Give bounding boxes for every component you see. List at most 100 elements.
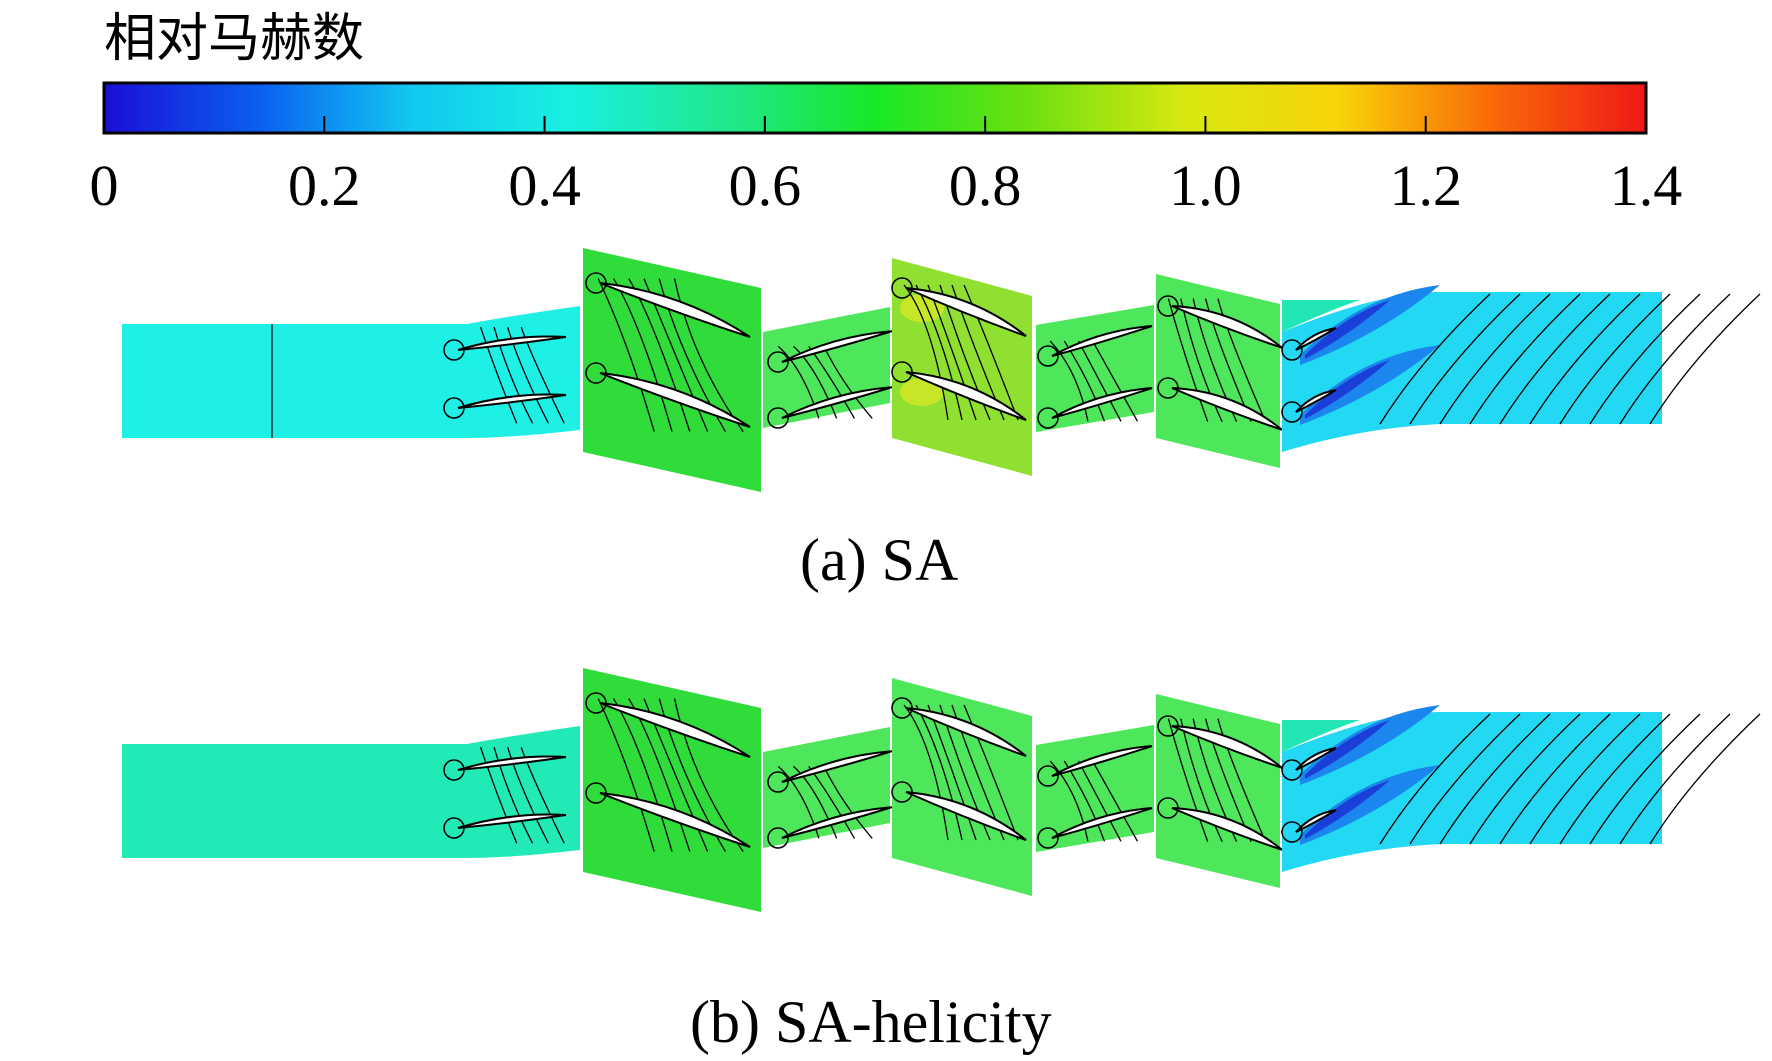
mach-contour-line [1499,293,1611,425]
leading-edge-contour [1281,401,1303,423]
passage-field [583,248,761,492]
passage-field [583,668,761,912]
high-mach-region [900,378,944,406]
mach-contour-line [1559,713,1671,845]
mach-contour-line [1469,713,1581,845]
exit-blade [1295,809,1337,833]
inlet-duct [122,726,580,858]
passage-field [763,727,890,848]
mach-contour-line [597,278,655,432]
leading-edge-contour [1037,827,1059,849]
mach-contour-line [1167,298,1209,422]
exit-passage [1281,705,1761,872]
caption-sa-helicity: (b) SA-helicity [690,989,1052,1055]
mach-contour-line [1469,293,1581,425]
blade-row-igv [443,746,567,844]
rotor-blade [1171,807,1283,851]
mach-contour-line [479,746,518,844]
blade-row-rotor-1 [583,668,761,912]
igv-blade [457,755,567,771]
wake-core [1305,360,1390,419]
mach-contour-line [1649,293,1761,425]
colorbar-title: 相对马赫数 [104,9,364,69]
colorbar-tick-label: 1.2 [1389,153,1462,218]
mach-contour-line [1649,713,1761,845]
igv-blade [457,813,567,829]
leading-edge-contour [585,692,607,714]
panel-sa: (a) SA [122,248,1761,593]
wake-region [1300,705,1440,785]
blade-row-stator-4 [1036,305,1154,432]
mach-contour-line [823,766,873,839]
leading-edge-contour [1157,797,1179,819]
rotor-blade [599,372,751,428]
rotor-blade [905,371,1027,421]
leading-edge-contour [1281,759,1303,781]
mach-contour-line [1559,293,1671,425]
mach-contour-line [1204,718,1252,842]
blade-row-rotor-3 [891,258,1032,476]
mach-contour-line [963,704,1019,841]
rotor-blade [1171,387,1283,431]
mach-contour-line [1409,293,1521,425]
leading-edge-contour [891,361,913,383]
mach-contour-line [507,747,549,844]
mach-contour-line [493,747,534,844]
stator-blade [1051,807,1153,839]
leading-edge-contour [891,781,913,803]
mach-contour-line [1529,713,1641,845]
stator-blade [1051,745,1153,777]
rotor-blade [599,282,751,338]
inlet-duct [122,306,580,438]
leading-edge-contour [891,697,913,719]
rotor-blade [905,707,1027,757]
leading-edge-contour [443,397,465,419]
mach-contour-line [493,327,534,424]
mach-contour-line [793,345,838,419]
high-mach-region [900,294,944,322]
mach-contour-line [915,704,963,841]
blade-row-igv [443,326,567,424]
mach-contour-line [1077,340,1122,422]
leading-edge-contour [767,407,789,429]
mach-contour-line [1217,718,1267,842]
mach-contour-line [1180,718,1223,842]
wake-region [1300,345,1440,425]
mach-contour-line [1379,713,1491,845]
stator-blade [1051,387,1153,419]
colorbar-tick-label: 0.8 [949,153,1022,218]
blade-row-rotor-3 [891,678,1032,896]
mach-contour-line [793,765,838,839]
mach-contour-line [1619,293,1731,425]
leading-edge-contour [1157,715,1179,737]
mach-contour-line [597,698,655,852]
mach-contour-line [479,326,518,424]
mach-contour-line [673,698,744,852]
mach-contour-line [915,284,963,421]
mach-contour-line [673,278,744,432]
leading-edge-contour [585,362,607,384]
caption-sa: (a) SA [800,527,958,593]
leading-edge-contour [585,272,607,294]
mach-contour-line [1439,293,1551,425]
wake-core [1305,720,1390,779]
leading-edge-contour [585,782,607,804]
leading-edge-contour [1037,765,1059,787]
mach-contour-line [1092,760,1139,842]
mach-contour-line [1439,713,1551,845]
blade-row-rotor-1 [583,248,761,492]
mach-contour-line [1589,713,1701,845]
leading-edge-contour [443,817,465,839]
passage-field [763,307,890,428]
mach-contour-line [823,346,873,419]
exit-passage [1281,285,1761,452]
mach-contour-line [1409,713,1521,845]
outlet-field [1282,292,1662,452]
mach-contour-line [507,327,549,424]
mach-contour-line [1529,293,1641,425]
rotor-blade [905,287,1027,337]
colorbar-tick-label: 0.2 [288,153,361,218]
